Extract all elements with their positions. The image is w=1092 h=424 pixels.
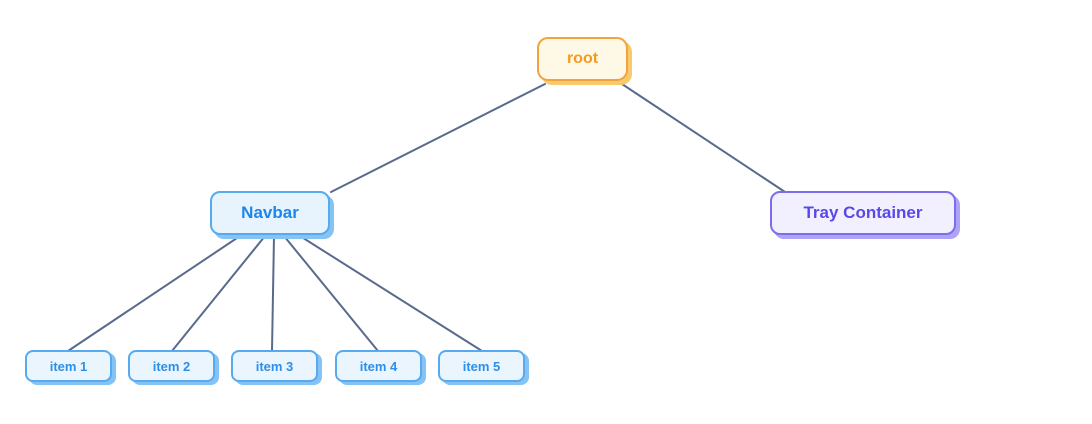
edge-navbar-item-5 bbox=[299, 235, 483, 352]
node-navbar[interactable]: Navbar bbox=[210, 191, 330, 235]
node-item-5[interactable]: item 5 bbox=[438, 350, 525, 382]
node-item-4-label: item 4 bbox=[359, 358, 398, 374]
node-tray-container[interactable]: Tray Container bbox=[770, 191, 956, 235]
node-item-1[interactable]: item 1 bbox=[25, 350, 112, 382]
node-item-2[interactable]: item 2 bbox=[128, 350, 215, 382]
node-tray-container-label: Tray Container bbox=[803, 203, 923, 222]
edge-navbar-item-2 bbox=[171, 235, 266, 352]
edge-navbar-item-4 bbox=[283, 235, 379, 352]
node-item-1-label: item 1 bbox=[49, 358, 88, 374]
node-root[interactable]: root bbox=[537, 37, 628, 81]
node-item-3[interactable]: item 3 bbox=[231, 350, 318, 382]
edge-navbar-item-3 bbox=[271, 235, 275, 352]
node-root-label: root bbox=[566, 50, 599, 67]
node-item-4[interactable]: item 4 bbox=[335, 350, 422, 382]
edge-root-tray-container bbox=[621, 83, 786, 193]
node-item-5-label: item 5 bbox=[462, 358, 501, 374]
node-item-3-label: item 3 bbox=[255, 358, 294, 374]
edge-navbar-item-1 bbox=[67, 235, 241, 352]
node-item-2-label: item 2 bbox=[152, 358, 191, 374]
node-navbar-label: Navbar bbox=[241, 203, 299, 222]
edge-root-navbar bbox=[330, 83, 546, 193]
